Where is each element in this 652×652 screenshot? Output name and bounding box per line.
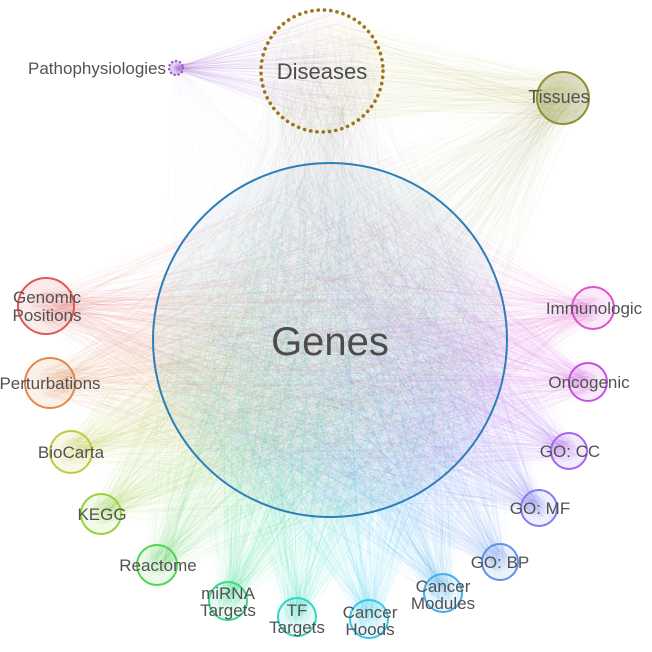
label-pathophysiologies: Pathophysiologies <box>28 59 166 78</box>
label-go_cc: GO: CC <box>540 442 600 461</box>
node-perturbations[interactable] <box>24 357 76 409</box>
edge-fan-diseases-to-genes <box>161 13 500 504</box>
label-go_bp: GO: BP <box>471 553 530 572</box>
edge-fan-go_mf-to-genes <box>165 174 550 519</box>
label-immunologic: Immunologic <box>546 299 643 318</box>
node-immunologic[interactable] <box>571 286 615 330</box>
node-kegg[interactable] <box>80 493 122 535</box>
edge-fans <box>30 13 606 631</box>
node-go_bp[interactable] <box>481 543 519 581</box>
edge-fan-cancer_modules-to-genes <box>160 173 495 605</box>
label-kegg: KEGG <box>77 505 126 524</box>
label-biocarta: BioCarta <box>38 443 105 462</box>
nodes <box>17 8 615 639</box>
node-diseases[interactable] <box>259 8 385 134</box>
node-go_mf[interactable] <box>520 489 558 527</box>
node-mirna_targets[interactable] <box>208 581 248 621</box>
edge-fan-reactome-to-genes <box>145 179 500 577</box>
node-reactome[interactable] <box>136 544 178 586</box>
edge-fan-diseases-to-tissues <box>267 18 588 128</box>
label-reactome: Reactome <box>119 556 196 575</box>
node-go_cc[interactable] <box>550 432 588 470</box>
node-cancer_modules[interactable] <box>423 573 463 613</box>
edge-fan-biocarta-to-genes <box>58 173 494 503</box>
labels: Genes Diseases PathophysiologiesTissuesGen… <box>0 59 643 639</box>
node-cancer_hoods[interactable] <box>349 599 389 639</box>
label-go_mf: GO: MF <box>510 499 570 518</box>
edge-fan-mirna_targets-to-genes <box>172 174 498 612</box>
node-tissues[interactable] <box>536 71 590 125</box>
node-tf_targets[interactable] <box>277 597 317 637</box>
edge-fan-kegg-to-genes <box>89 173 496 526</box>
edge-fan-go_cc-to-genes <box>166 170 580 504</box>
edge-fan-go_bp-to-genes <box>166 175 511 573</box>
label-genes: Genes <box>271 320 389 364</box>
node-genomic_positions[interactable] <box>17 277 75 335</box>
edge-fan-genomic_positions-to-genes <box>30 169 500 507</box>
label-diseases: Diseases <box>277 59 367 84</box>
label-tissues: Tissues <box>528 87 589 107</box>
node-oncogenic[interactable] <box>568 362 608 402</box>
edge-fan-tf_targets-to-genes <box>172 173 495 629</box>
label-perturbations: Perturbations <box>0 374 101 393</box>
label-oncogenic: Oncogenic <box>548 373 630 392</box>
node-genes[interactable] <box>152 162 508 518</box>
edge-fan-oncogenic-to-genes <box>161 171 600 509</box>
node-pathophysiologies[interactable] <box>167 59 185 77</box>
edge-fan-immunologic-to-genes <box>166 171 606 509</box>
edge-fan-cancer_hoods-to-genes <box>162 182 499 631</box>
edge-fan-pathophysiologies-to-diseases <box>172 13 378 122</box>
node-biocarta[interactable] <box>49 430 93 474</box>
